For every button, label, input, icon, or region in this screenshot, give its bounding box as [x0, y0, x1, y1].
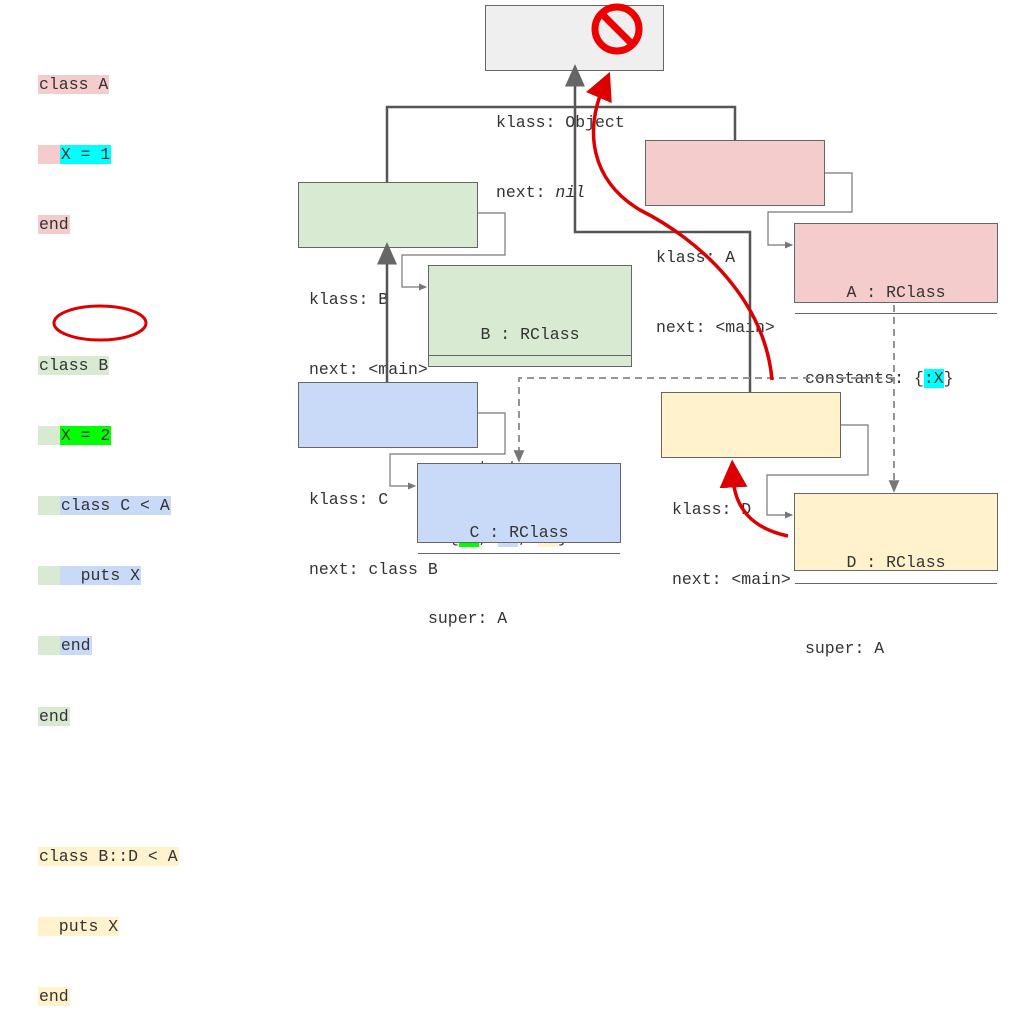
rclass-a-title: A : RClass	[795, 271, 997, 315]
rclass-a-const-x: :X	[923, 369, 944, 389]
context-c: klass: C next: class B	[298, 382, 478, 579]
code-end-d: end	[38, 987, 70, 1007]
rclass-d-super: super: A	[805, 639, 885, 659]
code-line: class B	[38, 354, 179, 377]
prohibited-icon	[591, 3, 643, 55]
code-class-b: class B	[38, 355, 110, 375]
code-line	[38, 775, 179, 798]
lookup-arrow-to-context-d	[719, 459, 789, 538]
code-line: end	[38, 213, 179, 236]
klass-link-a	[767, 172, 853, 249]
code-line: end	[38, 985, 179, 1008]
code-const-x-2: X = 2	[59, 425, 112, 445]
link-d-to-object	[573, 107, 752, 392]
klass-link-c	[389, 412, 506, 490]
klass-link-d	[766, 424, 869, 519]
code-line: X = 2	[38, 424, 179, 447]
lookup-arrow-to-object	[585, 71, 774, 381]
code-class-a: class A	[38, 74, 110, 94]
context-d-klass: klass: D	[672, 499, 752, 519]
code-end: end	[38, 215, 70, 235]
context-b: klass: B next: <main>	[298, 182, 478, 379]
link-b-to-object	[385, 105, 737, 182]
code-const-x-1: X = 1	[59, 145, 112, 165]
rclass-b-title: B : RClass	[429, 313, 631, 357]
rclass-c-super: super: A	[428, 609, 508, 629]
context-object-next-label: next:	[496, 182, 556, 202]
code-class-b-d: class B::D < A	[38, 847, 179, 867]
code-line: class B::D < A	[38, 845, 179, 868]
context-c-klass: klass: C	[309, 489, 389, 509]
code-line: class A	[38, 73, 179, 96]
context-a: klass: A next: <main>	[645, 140, 825, 337]
code-puts-x-d: puts X	[38, 917, 120, 937]
code-line: class C < A	[38, 494, 179, 517]
rclass-c-title: C : RClass	[418, 511, 620, 555]
highlight-circle-puts-x	[52, 304, 148, 342]
code-end-b: end	[38, 706, 70, 726]
context-b-klass: klass: B	[309, 289, 389, 309]
context-object-klass: klass: Object	[496, 112, 625, 132]
super-link-c	[513, 377, 894, 463]
code-line: end	[38, 705, 179, 728]
context-b-next: next: <main>	[309, 359, 428, 379]
context-object-next-value: nil	[555, 182, 586, 202]
code-line: X = 1	[38, 143, 179, 166]
code-end-c: end	[59, 636, 92, 656]
diagram-connectors	[52, 3, 900, 538]
code-line: puts X	[38, 915, 179, 938]
code-class-c: class C < A	[59, 496, 171, 516]
context-c-next: next: class B	[309, 559, 438, 579]
klass-link-b	[401, 212, 506, 291]
context-d: klass: D next: <main>	[661, 392, 841, 589]
code-line: end	[38, 634, 179, 657]
